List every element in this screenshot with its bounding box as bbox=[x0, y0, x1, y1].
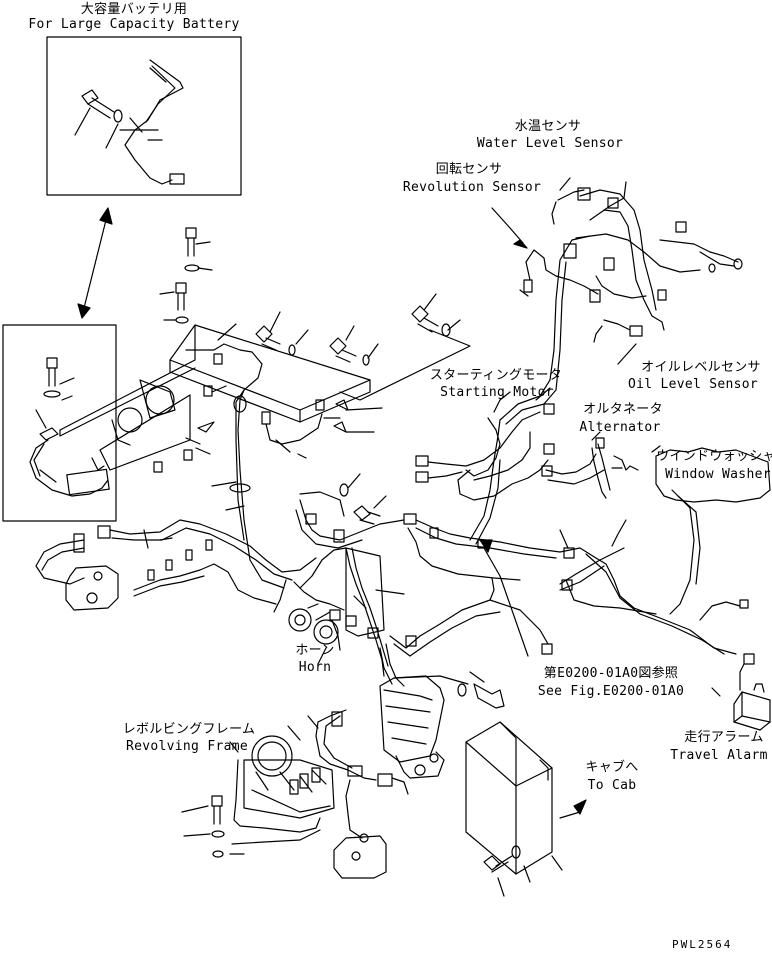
horn-leader bbox=[317, 647, 327, 665]
to-cab-label-jp: キャブへ bbox=[585, 760, 639, 775]
travel-alarm-label-en: Travel Alarm bbox=[670, 748, 768, 763]
battery-inset bbox=[46, 36, 242, 196]
battery-label-jp: 大容量バッテリ用 bbox=[80, 2, 188, 17]
revolution-leader bbox=[491, 207, 524, 244]
battery-frame bbox=[59, 227, 471, 589]
starting-motor-label-jp: スターティングモータ bbox=[429, 368, 563, 383]
alternator-leader bbox=[591, 431, 601, 441]
travel-alarm-label-jp: 走行アラーム bbox=[684, 730, 764, 745]
see-fig-label-jp: 第E0200-01A0図参照 bbox=[543, 666, 679, 681]
see-fig-label-en: See Fig.E0200-01A0 bbox=[537, 684, 685, 699]
revolution-sensor-label-en: Revolution Sensor bbox=[402, 180, 542, 195]
link-arrow bbox=[77, 207, 113, 319]
revolution-sensor-label-jp: 回転センサ bbox=[435, 162, 503, 177]
see-fig-leader bbox=[483, 547, 529, 657]
lower-assembly bbox=[181, 343, 771, 897]
battery-box-detail bbox=[2, 324, 117, 522]
revolving-frame-label-en: Revolving Frame bbox=[126, 739, 248, 754]
revolving-leader bbox=[229, 741, 239, 753]
water-leader bbox=[559, 177, 571, 191]
horn-label-jp: ホーン bbox=[295, 643, 335, 658]
see-fig-arrowhead bbox=[479, 539, 493, 553]
to-cab-label-en: To Cab bbox=[587, 778, 637, 793]
horn-label-en: Horn bbox=[298, 660, 332, 675]
drawing-code: PWL2564 bbox=[672, 938, 733, 951]
oil-sensor-label-jp: オイルレベルセンサ bbox=[641, 360, 761, 375]
alternator-label-en: Alternator bbox=[579, 420, 661, 435]
travel-leader bbox=[711, 687, 721, 697]
window-washer-label-en: Window Washer bbox=[665, 467, 771, 482]
water-sensor-label-en: Water Level Sensor bbox=[476, 136, 624, 151]
starting-leader bbox=[535, 387, 551, 401]
battery-label-en: For Large Capacity Battery bbox=[28, 17, 240, 32]
alternator-label-jp: オルタネータ bbox=[583, 402, 663, 417]
revolving-frame-label-jp: レボルビングフレーム bbox=[122, 722, 256, 737]
starting-motor-label-en: Starting Motor bbox=[440, 385, 554, 400]
water-sensor-label-jp: 水温センサ bbox=[514, 119, 582, 134]
revolution-arrowhead bbox=[513, 239, 528, 249]
window-washer-label-jp: ウインドウォッシャ bbox=[656, 449, 772, 464]
oil-sensor-label-en: Oil Level Sensor bbox=[627, 377, 759, 392]
main-harness bbox=[35, 181, 755, 687]
